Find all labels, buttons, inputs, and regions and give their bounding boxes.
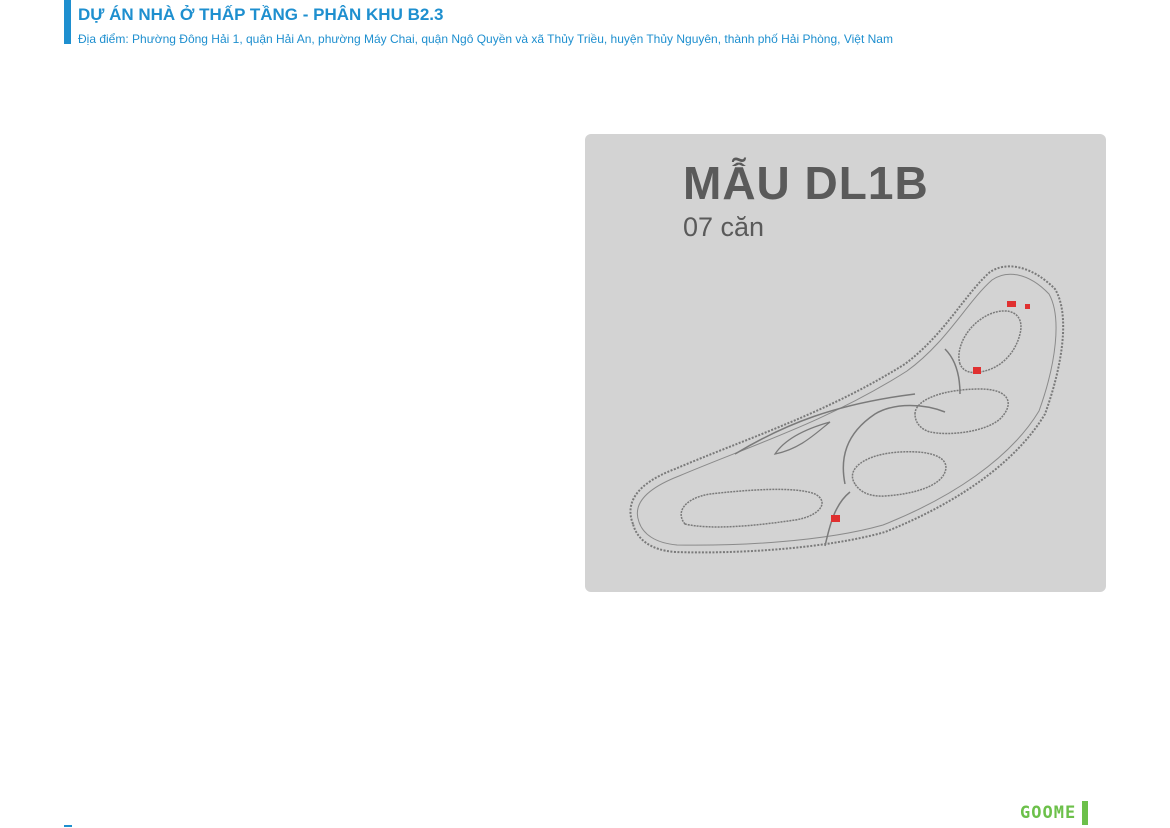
unit-count: 07 căn xyxy=(683,212,765,242)
road-loop-1 xyxy=(680,488,823,528)
header-accent-bar xyxy=(64,0,71,44)
footer-mark xyxy=(64,825,72,827)
road-loop-4 xyxy=(958,310,1022,374)
highlight-unit-1 xyxy=(1007,301,1016,307)
model-panel: MẪU DL1B 07 căn xyxy=(585,134,1106,592)
highlight-unit-4 xyxy=(831,515,840,522)
road-loop-3 xyxy=(914,388,1009,435)
brand-logo-bar xyxy=(1082,801,1089,825)
highlight-unit-2 xyxy=(1025,304,1030,309)
site-boundary xyxy=(629,265,1065,554)
main-road xyxy=(734,348,961,547)
page-title: DỰ ÁN NHÀ Ở THẤP TẦNG - PHÂN KHU B2.3 xyxy=(78,5,444,24)
brand-logo: GOOME xyxy=(1020,801,1089,825)
location-text: Địa điểm: Phường Đông Hải 1, quận Hải An… xyxy=(78,32,893,46)
road-loop-2 xyxy=(851,450,947,497)
brand-logo-text: GOOME xyxy=(1020,803,1077,823)
model-name: MẪU DL1B xyxy=(683,157,929,209)
highlight-unit-3 xyxy=(973,367,981,374)
site-plan-icon xyxy=(629,265,1065,554)
